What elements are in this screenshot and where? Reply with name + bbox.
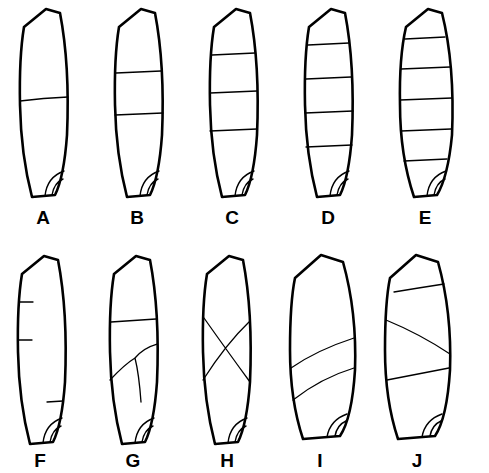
grain-d — [305, 9, 353, 197]
figure-letter: B — [130, 208, 144, 227]
grain-j — [385, 255, 450, 439]
grain-f — [18, 256, 66, 444]
figure-letter: E — [419, 208, 432, 227]
figure-letter: C — [225, 208, 239, 227]
figure-letter: J — [412, 451, 423, 470]
figure-letter: F — [34, 451, 46, 470]
grain-e — [400, 9, 453, 197]
figure-letter: G — [126, 451, 141, 470]
grain-c — [210, 9, 258, 197]
grain-g — [110, 256, 158, 444]
grain-b — [115, 9, 163, 197]
grain-i — [290, 255, 355, 439]
figure-letter: D — [321, 208, 335, 227]
figure-letter: I — [317, 451, 322, 470]
grain-a — [20, 9, 68, 197]
figure-letter: H — [220, 451, 234, 470]
grain-h — [203, 256, 251, 444]
figure-letter: A — [36, 208, 50, 227]
